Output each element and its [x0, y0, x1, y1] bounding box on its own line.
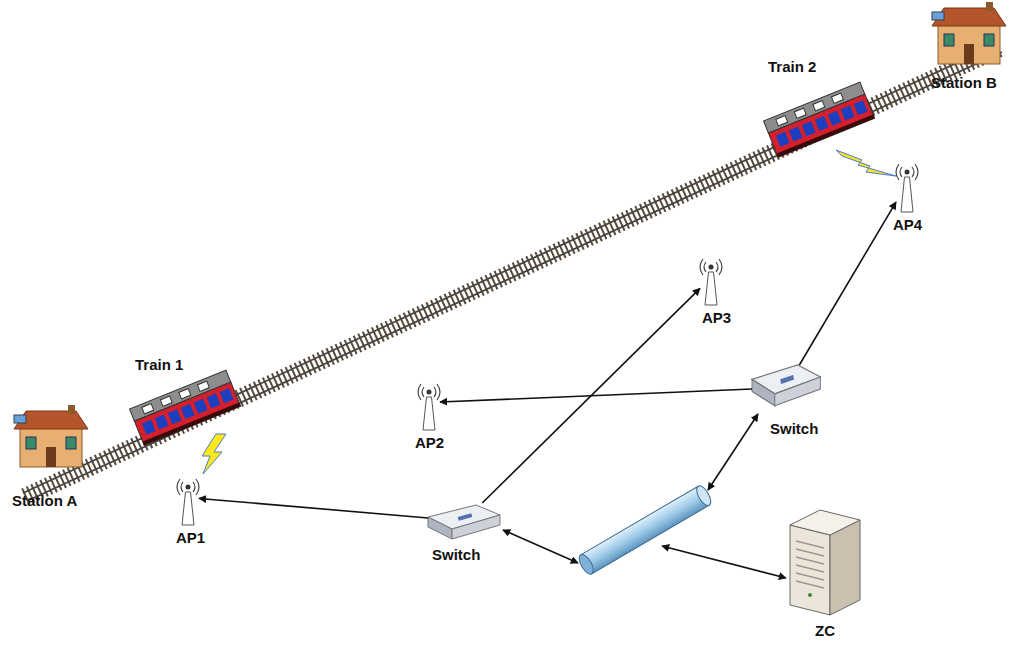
access-point [177, 479, 199, 525]
link-arrow [662, 546, 786, 578]
wireless-link [202, 434, 226, 474]
network-switch-node: Switch [752, 365, 820, 410]
node-label: Switch [770, 420, 818, 438]
node-label: ZC [815, 622, 835, 640]
network-switch [428, 505, 500, 539]
link-arrow [440, 389, 752, 402]
station-building [932, 2, 1006, 64]
node-label: Station A [12, 492, 77, 510]
node-label: AP2 [415, 434, 444, 452]
link-arrow [708, 414, 758, 490]
node-label: AP3 [702, 309, 731, 327]
access-point-node: AP3 [700, 250, 722, 305]
access-point-node: AP1 [177, 470, 199, 525]
node-label: Train 1 [135, 356, 183, 374]
node-label: AP4 [893, 216, 922, 234]
access-point [700, 259, 722, 305]
link-arrow [503, 530, 578, 563]
link-arrow [799, 202, 896, 365]
train-node: Train 2 [770, 95, 870, 150]
node-label: Train 2 [768, 58, 816, 76]
node-label: AP1 [176, 529, 205, 547]
access-point-node: AP4 [896, 155, 918, 212]
node-label: Station B [931, 74, 997, 92]
access-point [896, 164, 918, 212]
node-label: Switch [432, 546, 480, 564]
network-switch [752, 365, 820, 406]
server-node: ZC [790, 505, 860, 615]
train [764, 82, 875, 157]
station-building [14, 405, 88, 467]
link-arrow [199, 498, 428, 517]
access-point-node: AP2 [418, 375, 440, 430]
station-node: Station B [930, 2, 1008, 70]
backbone-network [576, 484, 713, 577]
railway-track [23, 44, 1002, 501]
server-cabinet [790, 510, 860, 615]
access-point [418, 384, 440, 430]
train-node: Train 1 [133, 385, 238, 433]
wireless-link [836, 150, 896, 176]
network-switch-node: Switch [428, 503, 500, 539]
station-node: Station A [12, 405, 92, 470]
